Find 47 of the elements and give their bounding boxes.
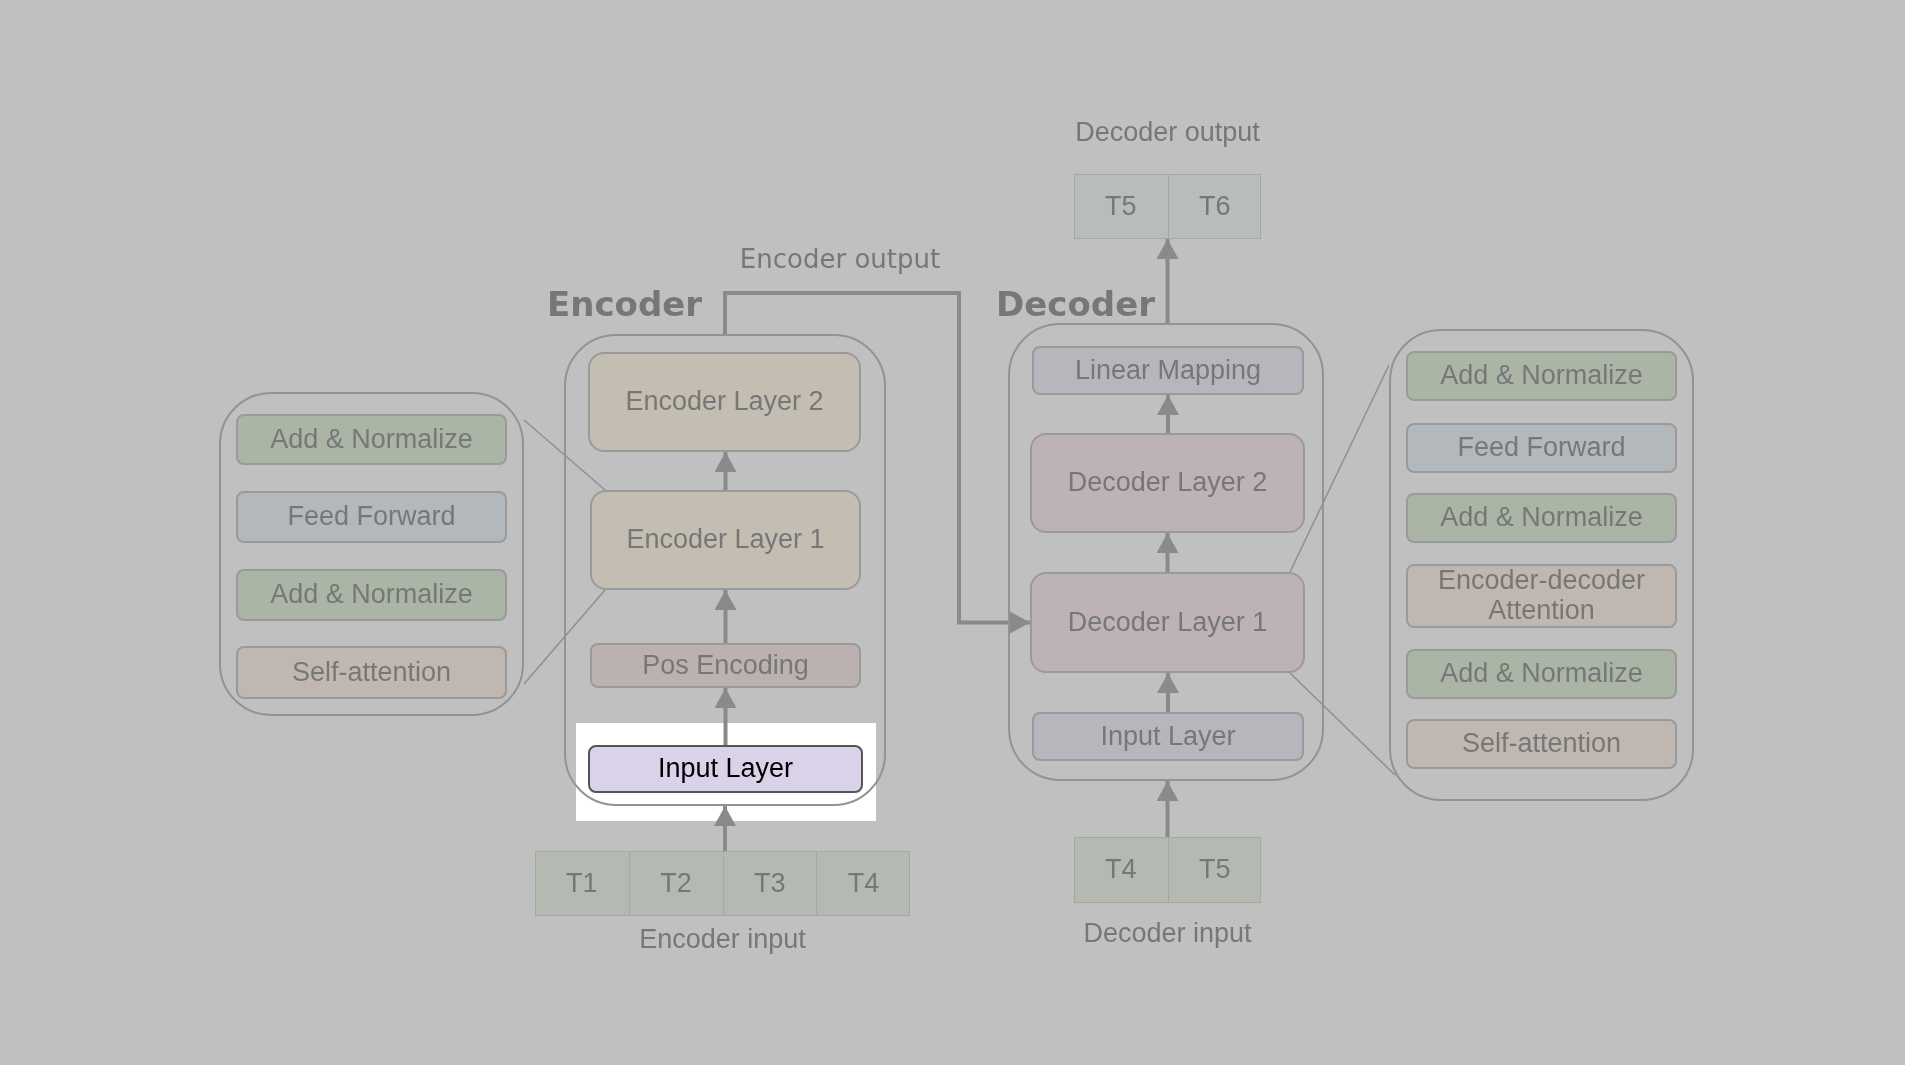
- layer-step-box: Add & Normalize: [236, 414, 507, 465]
- input-layer-box: Input Layer: [1032, 712, 1304, 761]
- arrow: [1156, 239, 1179, 323]
- arrow: [1156, 781, 1179, 837]
- arrow: [714, 590, 737, 643]
- decoder-layer-box: Decoder Layer 2: [1030, 433, 1305, 533]
- input-layer-box: Input Layer: [588, 745, 863, 793]
- token-cell: T6: [1167, 174, 1261, 239]
- token-cell: T5: [1167, 837, 1261, 903]
- layer-step-box: Add & Normalize: [1406, 351, 1677, 401]
- layer-step-box: Add & Normalize: [1406, 493, 1677, 543]
- token-cell: T4: [816, 851, 910, 916]
- leader-line: [523, 589, 606, 685]
- token-cell: T5: [1074, 174, 1168, 239]
- arrow: [1157, 395, 1179, 433]
- node-label: Decoder output: [1075, 117, 1260, 148]
- leader-line: [1289, 364, 1390, 573]
- arrow: [1156, 533, 1179, 572]
- leader-line: [1289, 672, 1396, 776]
- token-cell: T3: [722, 851, 817, 916]
- arrow: [1157, 673, 1179, 712]
- decoder-layer-box: Decoder Layer 1: [1030, 572, 1305, 673]
- mapping-box: Linear Mapping: [1032, 346, 1304, 395]
- arrow: [723, 291, 1030, 634]
- encoder-layer-box: Encoder Layer 2: [588, 352, 861, 452]
- encoder-layer-box: Encoder Layer 1: [590, 490, 861, 590]
- node-label: Decoder input: [1083, 918, 1252, 949]
- arrow: [714, 688, 737, 745]
- layer-step-box: Encoder-decoder Attention: [1406, 564, 1677, 628]
- token-cell: T2: [628, 851, 723, 916]
- leader-line: [523, 419, 606, 491]
- layer-step-box: Feed Forward: [1406, 423, 1677, 473]
- token-cell: T1: [535, 851, 629, 916]
- section-heading: Encoder: [547, 284, 703, 324]
- encoding-box: Pos Encoding: [590, 643, 861, 688]
- token-cell: T4: [1074, 837, 1168, 903]
- node-label: Encoder input: [639, 924, 806, 955]
- layer-step-box: Self-attention: [236, 646, 507, 699]
- layer-step-box: Feed Forward: [236, 491, 507, 543]
- section-heading: Decoder: [996, 284, 1155, 324]
- arrow: [714, 452, 737, 490]
- layer-step-box: Add & Normalize: [1406, 649, 1677, 699]
- detail-panel: [1389, 329, 1694, 801]
- layer-step-box: Add & Normalize: [236, 569, 507, 621]
- layer-step-box: Self-attention: [1406, 719, 1677, 769]
- detail-panel: [219, 392, 524, 716]
- arrow: [714, 806, 736, 851]
